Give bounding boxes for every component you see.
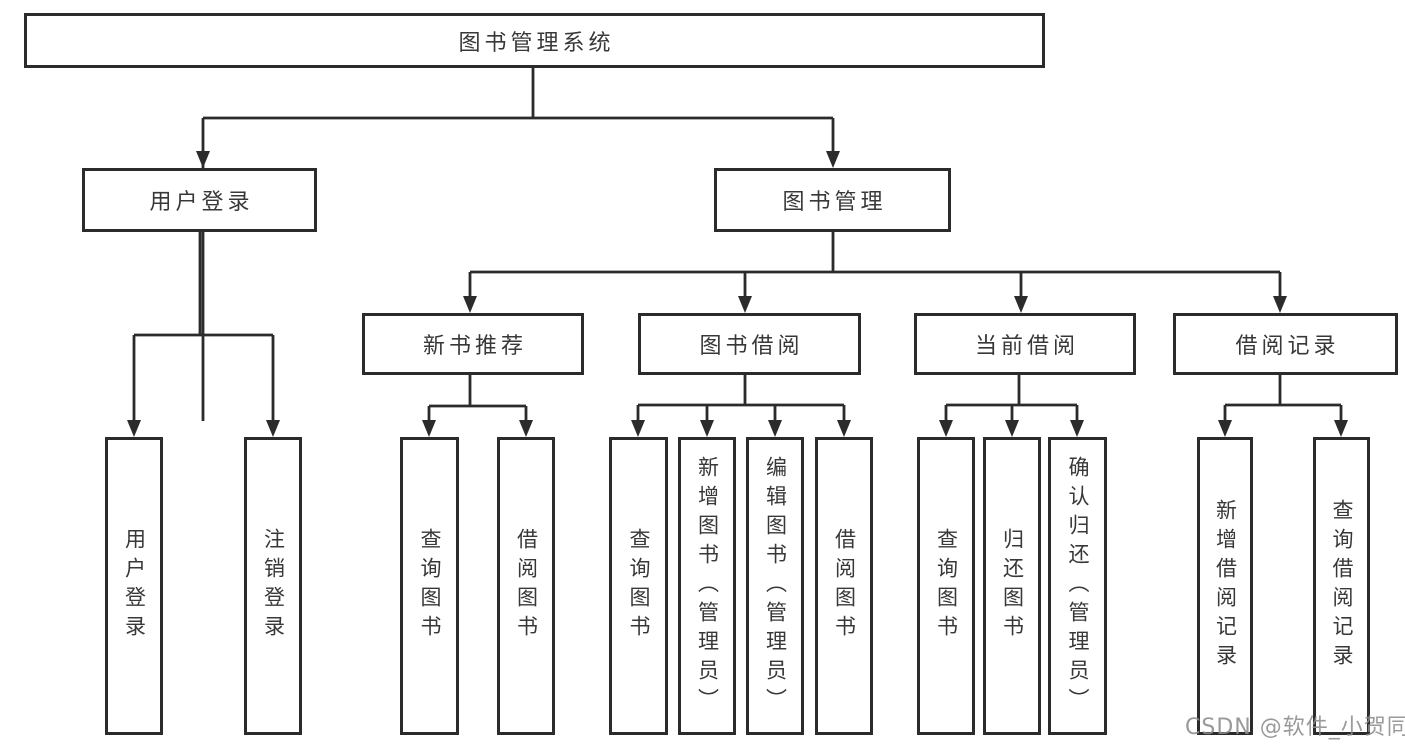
node-label: 确认归还（管理员） — [1066, 455, 1090, 717]
arrowheads — [127, 151, 1348, 437]
node-logout-leaf: 注销登录 — [244, 437, 302, 735]
node-book-borrow: 图书借阅 — [638, 313, 861, 375]
node-label: 借阅图书 — [514, 528, 539, 644]
node-edit-book-admin: 编辑图书（管理员） — [746, 437, 804, 735]
connector-currentborrow-to-leaves — [944, 375, 1079, 421]
node-newrec-query-book: 查询图书 — [400, 437, 459, 735]
node-label: 查询图书 — [627, 528, 651, 644]
node-label: 注销登录 — [261, 528, 286, 644]
node-label: 新增借阅记录 — [1213, 499, 1238, 673]
node-label: 查询图书 — [418, 528, 442, 644]
node-currentborrow-query-book: 查询图书 — [917, 437, 975, 735]
node-query-borrow-record: 查询借阅记录 — [1313, 437, 1370, 735]
node-current-borrow: 当前借阅 — [914, 313, 1136, 375]
node-label: 当前借阅 — [974, 334, 1079, 359]
node-newrec-borrow-book: 借阅图书 — [497, 437, 555, 735]
node-return-book: 归还图书 — [983, 437, 1041, 735]
node-label: 借阅记录 — [1235, 334, 1340, 359]
node-label: 编辑图书（管理员） — [763, 455, 788, 717]
node-confirm-return-admin: 确认归还（管理员） — [1048, 437, 1107, 735]
node-borrow-record: 借阅记录 — [1173, 313, 1398, 375]
connector-book-mgmt-to-level3 — [468, 232, 1282, 297]
node-bookborrow-query-book: 查询图书 — [609, 437, 668, 735]
connector-newrec-to-leaves — [427, 375, 528, 421]
connector-borrowrecord-to-leaves — [1223, 375, 1343, 421]
node-new-book-rec: 新书推荐 — [362, 313, 584, 375]
watermark-text: CSDN @软件_小贺同学 — [1185, 715, 1405, 740]
node-label: 查询借阅记录 — [1330, 499, 1354, 673]
node-label: 新增图书（管理员） — [695, 455, 720, 717]
node-bookborrow-borrow-book: 借阅图书 — [815, 437, 873, 735]
node-label: 图书管理系统 — [458, 30, 615, 56]
connector-bookborrow-to-leaves — [636, 375, 846, 421]
node-root-system: 图书管理系统 — [24, 13, 1045, 68]
node-label: 查询图书 — [934, 528, 959, 644]
node-user-login-branch: 用户登录 — [82, 168, 317, 232]
connector-user-login-to-leaves — [132, 232, 275, 421]
node-label: 图书借阅 — [699, 334, 804, 359]
connector-root-to-branches — [201, 68, 835, 421]
node-book-mgmt-branch: 图书管理 — [714, 168, 951, 232]
node-label: 图书管理 — [782, 190, 887, 215]
node-label: 借阅图书 — [832, 528, 857, 644]
node-add-borrow-record: 新增借阅记录 — [1197, 437, 1253, 735]
node-label: 新书推荐 — [422, 334, 527, 359]
node-add-book-admin: 新增图书（管理员） — [678, 437, 736, 735]
node-user-login-leaf: 用户登录 — [105, 437, 163, 735]
node-label: 归还图书 — [1000, 528, 1025, 644]
node-label: 用户登录 — [149, 190, 254, 215]
node-label: 用户登录 — [122, 528, 147, 644]
